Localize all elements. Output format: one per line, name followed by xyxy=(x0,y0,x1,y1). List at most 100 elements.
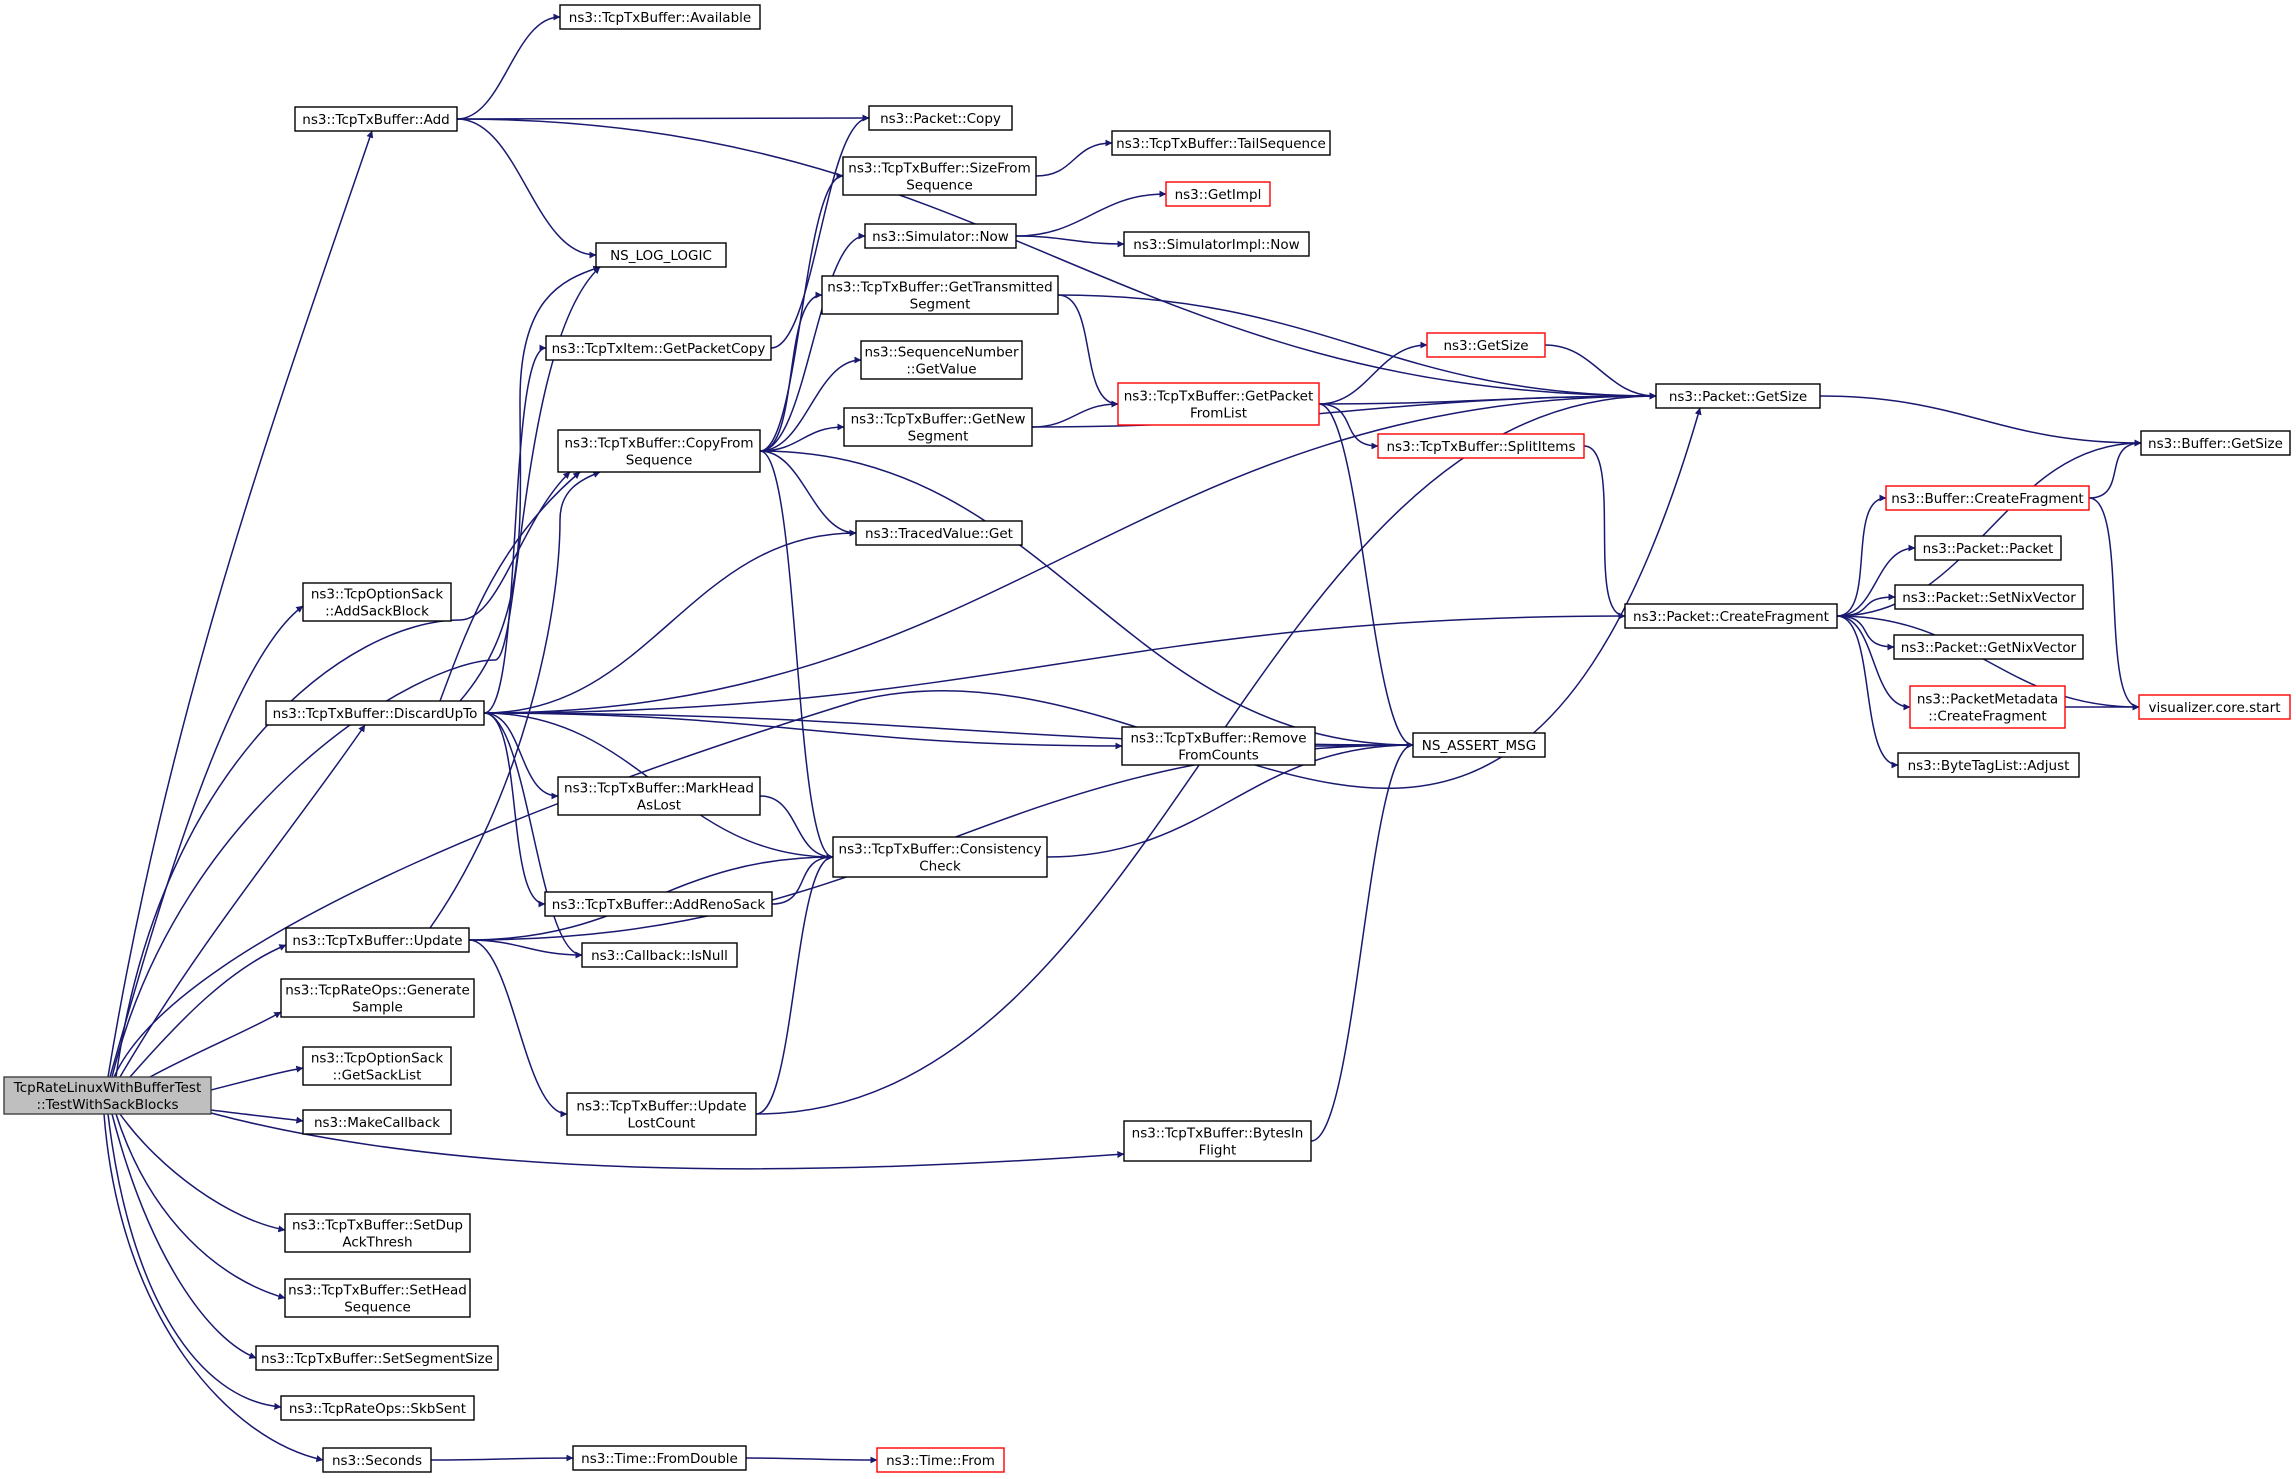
node-seqval[interactable]: ns3::SequenceNumber::GetValue xyxy=(860,340,1023,380)
node-root[interactable]: TcpRateLinuxWithBufferTest::TestWithSack… xyxy=(3,1076,212,1115)
node-pmcreatefrag[interactable]: ns3::PacketMetadata::CreateFragment xyxy=(1909,685,2066,729)
edge-root-to-addsack xyxy=(109,605,304,1078)
edge-simnow-to-simimplnow xyxy=(1015,235,1125,248)
edge-discard-to-addreno xyxy=(483,712,546,908)
node-box-gettrans xyxy=(821,275,1059,315)
edge-pcreatefrag-to-bcreatefrag xyxy=(1836,494,1887,617)
node-label-timefrom: ns3::Time::From xyxy=(886,1453,995,1469)
edge-gettrans-to-pgetsize xyxy=(1057,294,1657,400)
edge-root-to-add xyxy=(107,130,374,1078)
node-bytetag[interactable]: ns3::ByteTagList::Adjust xyxy=(1897,752,2080,778)
node-label-bytesin: ns3::TcpTxBuffer::BytesIn xyxy=(1132,1126,1304,1142)
node-label-loglogic: NS_LOG_LOGIC xyxy=(610,248,712,264)
node-label-addsack: ::AddSackBlock xyxy=(325,604,429,620)
node-makecb[interactable]: ns3::MakeCallback xyxy=(302,1109,452,1135)
node-label-discard: ns3::TcpTxBuffer::DiscardUpTo xyxy=(273,706,478,722)
node-label-getnew: ns3::TcpTxBuffer::GetNew xyxy=(851,412,1026,428)
edge-root-to-makecb xyxy=(210,1109,304,1124)
node-pgetsize[interactable]: ns3::Packet::GetSize xyxy=(1655,383,1821,409)
edge-root-to-update xyxy=(129,944,287,1078)
edge-copyfrom-to-seqval xyxy=(759,356,862,452)
node-simimplnow[interactable]: ns3::SimulatorImpl::Now xyxy=(1123,231,1310,257)
node-add[interactable]: ns3::TcpTxBuffer::Add xyxy=(294,106,458,132)
node-available[interactable]: ns3::TcpTxBuffer::Available xyxy=(559,4,761,30)
node-box-isnull xyxy=(581,942,738,968)
node-pcreatefrag[interactable]: ns3::Packet::CreateFragment xyxy=(1624,603,1838,629)
node-box-vizstart xyxy=(2138,694,2291,720)
node-ppacket[interactable]: ns3::Packet::Packet xyxy=(1914,535,2062,561)
node-label-bytetag: ns3::ByteTagList::Adjust xyxy=(1908,758,2070,774)
node-addreno[interactable]: ns3::TcpTxBuffer::AddRenoSack xyxy=(544,891,773,917)
node-tailseq[interactable]: ns3::TcpTxBuffer::TailSequence xyxy=(1111,130,1331,156)
node-setnix[interactable]: ns3::Packet::SetNixVector xyxy=(1894,584,2084,610)
node-vizstart[interactable]: visualizer.core.start xyxy=(2138,694,2291,720)
node-simnow[interactable]: ns3::Simulator::Now xyxy=(864,223,1017,249)
node-tracedget[interactable]: ns3::TracedValue::Get xyxy=(855,520,1023,546)
node-discard[interactable]: ns3::TcpTxBuffer::DiscardUpTo xyxy=(265,700,485,726)
node-box-pgetsize xyxy=(1655,383,1821,409)
node-label-consistency: Check xyxy=(919,859,961,875)
node-getsize[interactable]: ns3::GetSize xyxy=(1426,332,1546,358)
node-box-pcreatefrag xyxy=(1624,603,1838,629)
node-box-tailseq xyxy=(1111,130,1331,156)
node-box-fromdouble xyxy=(572,1445,747,1471)
edge-root-to-seconds xyxy=(103,1113,324,1463)
node-box-skbsent xyxy=(280,1395,475,1421)
node-box-seconds xyxy=(322,1447,432,1473)
node-getimpl[interactable]: ns3::GetImpl xyxy=(1165,181,1271,207)
edge-bytesin-to-assertmsg xyxy=(1310,741,1414,1142)
edge-add-to-pgetsize xyxy=(456,118,1657,400)
node-fromdouble[interactable]: ns3::Time::FromDouble xyxy=(572,1445,747,1471)
node-setseg[interactable]: ns3::TcpTxBuffer::SetSegmentSize xyxy=(255,1345,499,1371)
node-pcopy[interactable]: ns3::Packet::Copy xyxy=(868,105,1013,131)
node-update[interactable]: ns3::TcpTxBuffer::Update xyxy=(285,927,470,953)
node-seconds[interactable]: ns3::Seconds xyxy=(322,1447,432,1473)
node-getsacklist[interactable]: ns3::TcpOptionSack::GetSackList xyxy=(302,1046,452,1086)
edge-discard-to-getpktcopy xyxy=(483,344,547,714)
node-skbsent[interactable]: ns3::TcpRateOps::SkbSent xyxy=(280,1395,475,1421)
edge-copyfrom-to-tracedget xyxy=(759,450,857,537)
node-box-setnix xyxy=(1894,584,2084,610)
node-addsack[interactable]: ns3::TcpOptionSack::AddSackBlock xyxy=(302,582,452,622)
node-label-update: ns3::TcpTxBuffer::Update xyxy=(292,933,462,949)
node-assertmsg[interactable]: NS_ASSERT_MSG xyxy=(1412,732,1546,758)
node-loglogic[interactable]: NS_LOG_LOGIC xyxy=(595,242,727,268)
node-label-copyfrom: ns3::TcpTxBuffer::CopyFrom xyxy=(565,436,754,452)
node-label-pcopy: ns3::Packet::Copy xyxy=(880,111,1001,127)
edge-pcreatefrag-to-vizstart xyxy=(1836,615,2140,711)
edge-root-to-loglogic xyxy=(111,266,601,1078)
node-box-seqval xyxy=(860,340,1023,380)
node-label-bytesin: Flight xyxy=(1199,1143,1237,1159)
node-getpktcopy[interactable]: ns3::TcpTxItem::GetPacketCopy xyxy=(545,335,772,361)
node-bcreatefrag[interactable]: ns3::Buffer::CreateFragment xyxy=(1885,485,2090,511)
edge-update-to-updatelost xyxy=(468,939,568,1118)
node-label-tailseq: ns3::TcpTxBuffer::TailSequence xyxy=(1116,136,1326,152)
node-bgetsize[interactable]: ns3::Buffer::GetSize xyxy=(2140,430,2291,456)
node-label-addsack: ns3::TcpOptionSack xyxy=(311,587,444,603)
node-label-simimplnow: ns3::SimulatorImpl::Now xyxy=(1133,237,1299,253)
node-isnull[interactable]: ns3::Callback::IsNull xyxy=(581,942,738,968)
edge-copyfrom-to-simnow xyxy=(759,232,866,452)
node-split[interactable]: ns3::TcpTxBuffer::SplitItems xyxy=(1377,433,1585,459)
node-label-sethead: Sequence xyxy=(344,1300,411,1316)
edge-discard-to-markhead xyxy=(483,712,559,800)
node-label-assertmsg: NS_ASSERT_MSG xyxy=(1422,738,1536,754)
node-label-setdup: ns3::TcpTxBuffer::SetDup xyxy=(292,1218,463,1234)
node-getnix[interactable]: ns3::Packet::GetNixVector xyxy=(1893,634,2084,660)
node-box-pmcreatefrag xyxy=(1909,685,2066,729)
node-timefrom[interactable]: ns3::Time::From xyxy=(876,1447,1005,1473)
node-label-fromdouble: ns3::Time::FromDouble xyxy=(581,1451,738,1467)
